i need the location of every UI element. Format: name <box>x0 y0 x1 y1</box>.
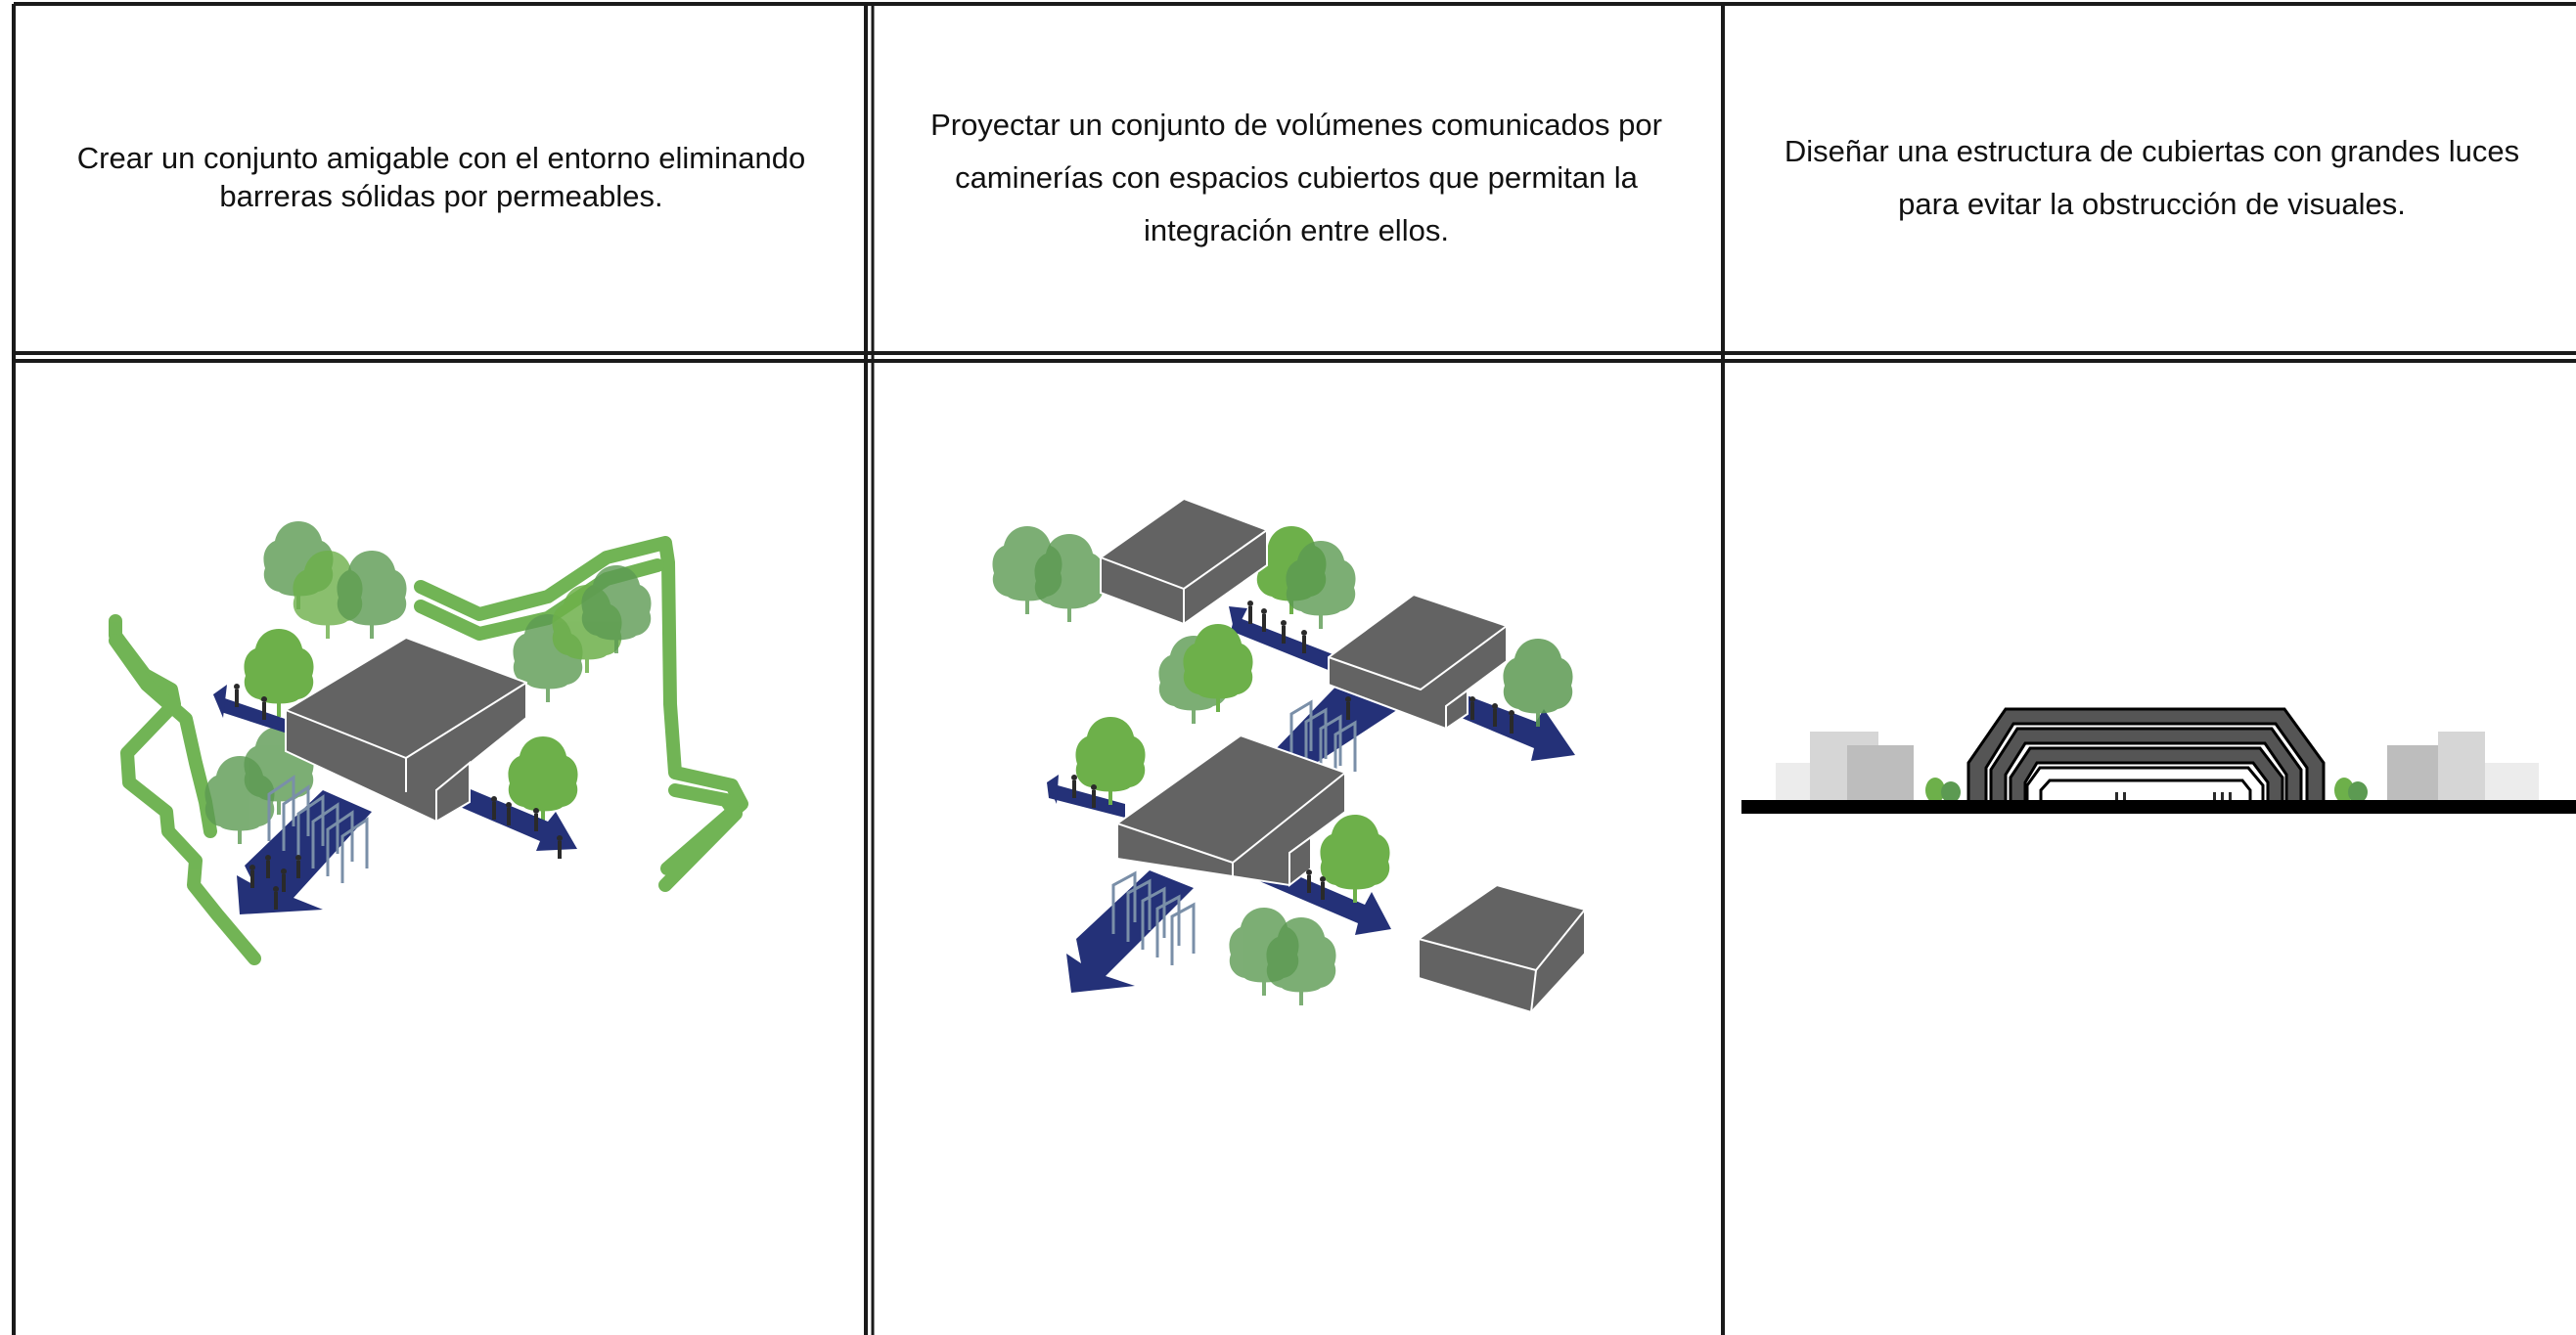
shrubs <box>1925 778 2368 803</box>
permeable-screen <box>1111 699 1357 965</box>
permeable-screen <box>267 775 369 883</box>
column-3-description: Diseñar una estructura de cubiertas con … <box>1784 133 2520 221</box>
building-volume-middle <box>1328 593 1508 731</box>
building-volume-bottom <box>1418 883 1586 1014</box>
tree-icon <box>1075 717 1146 805</box>
roof-structure <box>1966 707 2326 804</box>
column-2-description: Proyectar un conjunto de volúmenes comun… <box>930 107 1662 248</box>
diagram-roof-section <box>1741 707 2576 814</box>
column-1-description: Crear un conjunto amigable con el entorn… <box>76 141 806 213</box>
building-volume <box>285 636 527 823</box>
diagram-permeable-barriers <box>109 521 748 965</box>
ground-line <box>1741 800 2576 814</box>
building-volume-top <box>1100 497 1268 626</box>
tree-icon <box>1320 815 1390 903</box>
building-volume-center <box>1116 734 1346 890</box>
table-grid <box>12 2 2576 1335</box>
diagram-connected-volumes <box>992 497 1586 1014</box>
background-buildings <box>1776 732 2539 802</box>
people-figures <box>2115 792 2232 802</box>
